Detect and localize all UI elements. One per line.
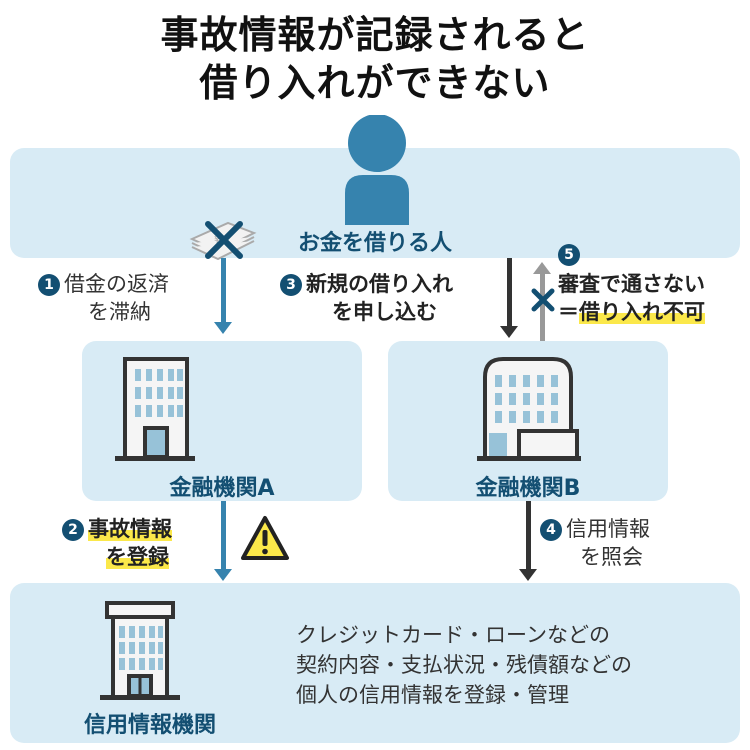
description-line: 個人の信用情報を登録・管理	[296, 683, 569, 707]
x-mark-icon	[530, 287, 556, 313]
step-text: 新規の借り入れ	[306, 272, 453, 296]
institution-a-label: 金融機関A	[169, 476, 275, 501]
step-text: を照会	[580, 545, 643, 569]
title-line-2: 借り入れができない	[199, 61, 551, 105]
arrow-application	[507, 258, 512, 328]
arrow-repayment	[221, 258, 226, 324]
arrow-inquiry	[526, 501, 531, 571]
building-icon	[100, 600, 180, 700]
building-icon	[473, 355, 581, 461]
step-number: 1	[38, 274, 60, 296]
x-mark-icon	[203, 219, 245, 261]
step-text: 信用情報	[566, 517, 650, 541]
step-text-highlight: 事故情報	[88, 517, 172, 541]
step-number: 2	[62, 519, 84, 541]
person-icon	[345, 114, 409, 225]
credit-bureau-description: クレジットカード・ローンなどの 契約内容・支払状況・残債額などの 個人の信用情報…	[296, 620, 736, 710]
step-text: を申し込む	[332, 300, 437, 324]
step-number: 4	[540, 519, 562, 541]
arrow-rejection	[540, 273, 545, 341]
step-text-highlight: 借り入れ不可	[579, 300, 705, 324]
step-number: 3	[280, 274, 302, 296]
step-text: 審査で通さない	[558, 272, 705, 296]
arrow-head	[214, 569, 232, 581]
title-line-1: 事故情報が記録されると	[160, 13, 590, 57]
description-line: クレジットカード・ローンなどの	[296, 623, 610, 647]
arrow-head	[533, 262, 551, 274]
step-text: 借金の返済	[64, 272, 169, 296]
step-text-highlight: を登録	[106, 545, 169, 569]
arrow-head	[214, 322, 232, 334]
svg-text:¥: ¥	[214, 235, 220, 246]
building-icon	[115, 355, 195, 461]
description-line: 契約内容・支払状況・残債額などの	[296, 653, 632, 677]
borrower-label: お金を借りる人	[297, 231, 452, 256]
arrow-head	[500, 326, 518, 338]
step-text: を滞納	[88, 300, 151, 324]
step-5-label: 審査で通さない ＝借り入れ不可	[558, 270, 748, 326]
warning-icon	[240, 515, 290, 561]
institution-b-label: 金融機関B	[475, 476, 581, 501]
step-number: 5	[558, 244, 580, 266]
credit-bureau-label: 信用情報機関	[83, 713, 216, 738]
arrow-register	[221, 501, 226, 571]
step-text: ＝	[558, 300, 579, 324]
arrow-head	[519, 569, 537, 581]
